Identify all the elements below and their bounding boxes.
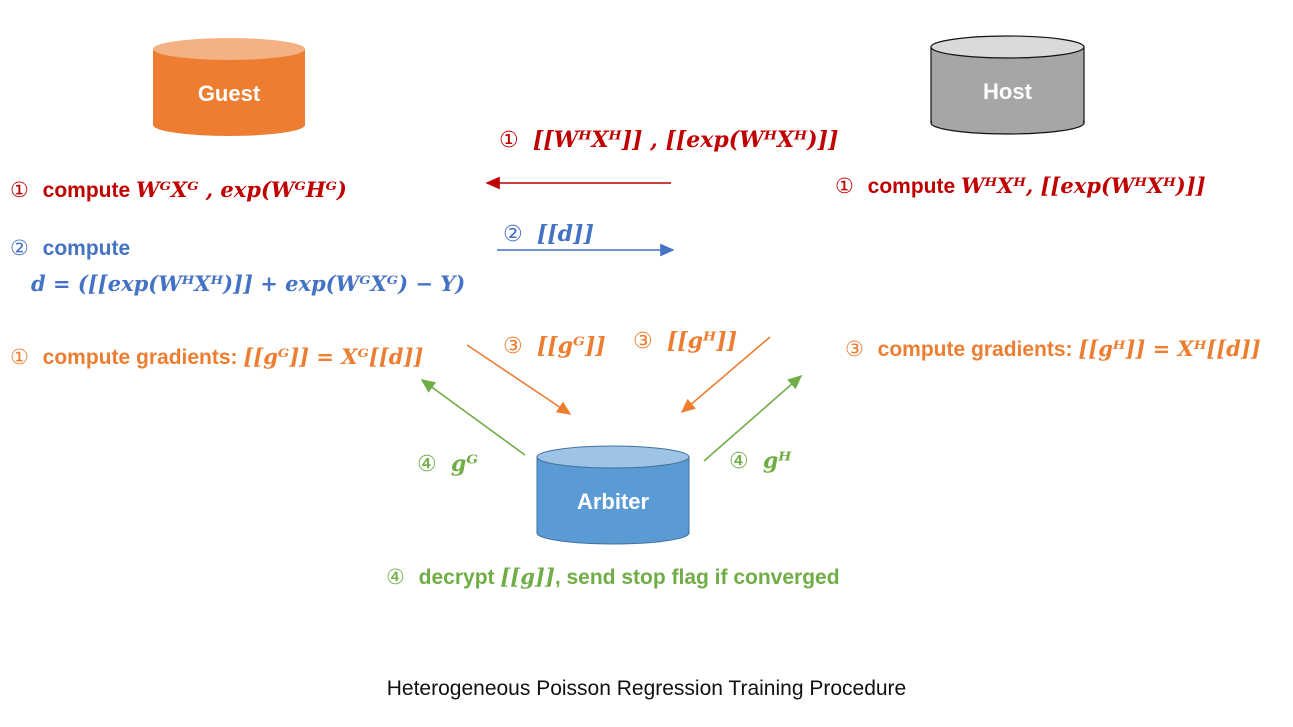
arbiter-cylinder — [536, 445, 690, 545]
step-number: ① — [10, 179, 29, 202]
step-text: compute — [42, 179, 131, 202]
guest-cylinder — [153, 38, 305, 136]
step-number: ② — [10, 237, 29, 260]
message-math: [[WᴴXᴴ]] , [[exp(WᴴXᴴ)]] — [532, 127, 839, 153]
step-text: compute gradients: — [877, 338, 1073, 361]
step-text: compute — [42, 237, 131, 260]
step-text: decrypt — [418, 566, 495, 589]
guest-label: Guest — [197, 81, 261, 106]
message-number: ① — [499, 127, 519, 152]
step-math: [[g]] — [500, 564, 555, 589]
arrow-arbiter-to-guest — [420, 379, 526, 456]
message-host-to-arbiter: ③ [[gᴴ]] — [633, 328, 737, 354]
step-number: ① — [835, 175, 854, 198]
step-number: ① — [10, 346, 29, 369]
guest-step2: ② compute — [10, 236, 130, 261]
step-text-after: , send stop flag if converged — [554, 566, 840, 589]
message-number: ③ — [633, 328, 653, 353]
message-guest-to-arbiter: ③ [[gᴳ]] — [503, 333, 606, 359]
diagram-caption: Heterogeneous Poisson Regression Trainin… — [386, 677, 907, 700]
arrow-guest-to-arbiter — [466, 344, 572, 415]
message-number: ④ — [729, 448, 749, 473]
message-math: gᴳ — [450, 451, 479, 477]
message-number: ② — [503, 221, 523, 246]
step-math: WᴴXᴴ, [[exp(WᴴXᴴ)]] — [961, 173, 1206, 198]
host-step1: ① compute WᴴXᴴ, [[exp(WᴴXᴴ)]] — [835, 173, 1206, 199]
message-number: ④ — [417, 451, 437, 476]
step-text: compute gradients: — [42, 346, 238, 369]
message-math: [[gᴴ]] — [666, 328, 737, 354]
guest-step1: ① compute WᴳXᴳ , exp(WᴳHᴳ) — [10, 177, 347, 203]
arbiter-label: Arbiter — [576, 489, 650, 514]
step-math: WᴳXᴳ , exp(WᴳHᴳ) — [136, 177, 347, 202]
message-guest-to-host: ② [[d]] — [503, 221, 594, 247]
arrow-arbiter-to-host — [703, 374, 803, 462]
host-cylinder — [930, 35, 1085, 135]
message-math: [[gᴳ]] — [536, 333, 606, 359]
arrow-host-to-arbiter — [680, 336, 771, 414]
host-step3: ③ compute gradients: [[gᴴ]] = Xᴴ[[d]] — [845, 336, 1261, 362]
guest-step2-formula: d = ([[exp(WᴴXᴴ)]] + exp(WᴳXᴳ) − Y) — [31, 271, 466, 296]
guest-step3: ① compute gradients: [[gᴳ]] = Xᴳ[[d]] — [10, 344, 423, 370]
arbiter-step4: ④ decrypt [[g]], send stop flag if conve… — [386, 564, 840, 590]
step-number: ③ — [845, 338, 864, 361]
step-number: ④ — [386, 566, 405, 589]
message-math: [[d]] — [536, 221, 594, 247]
message-arbiter-to-guest: ④ gᴳ — [417, 451, 478, 477]
message-math: gᴴ — [762, 448, 792, 474]
step-math: [[gᴴ]] = Xᴴ[[d]] — [1078, 336, 1261, 361]
step-math: [[gᴳ]] = Xᴳ[[d]] — [243, 344, 424, 369]
message-number: ③ — [503, 333, 523, 358]
message-arbiter-to-host: ④ gᴴ — [729, 448, 791, 474]
message-host-to-guest: ① [[WᴴXᴴ]] , [[exp(WᴴXᴴ)]] — [499, 127, 838, 153]
host-label: Host — [983, 79, 1032, 104]
step-text: compute — [867, 175, 956, 198]
